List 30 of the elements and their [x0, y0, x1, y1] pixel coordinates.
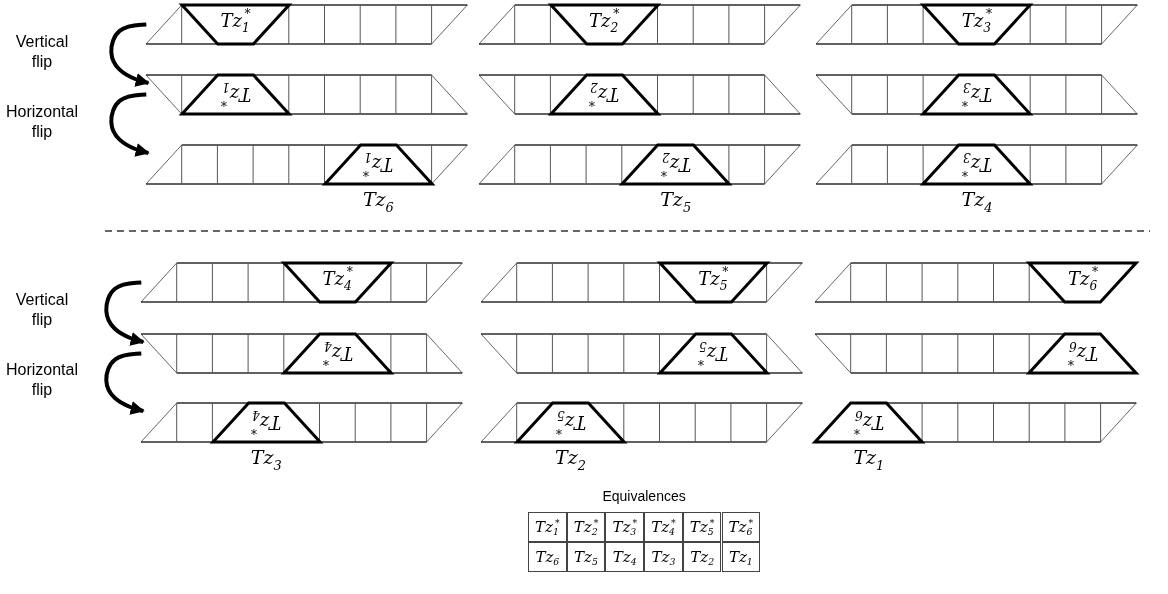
curved-arrow — [104, 351, 145, 415]
variant-label: Tz$_{1}$ — [853, 448, 885, 473]
table-title: Equivalences — [601, 488, 687, 504]
table-cell: Tz$_{3}$ — [644, 542, 683, 572]
cell-strip — [816, 5, 1138, 44]
cell-strip — [146, 75, 468, 114]
table-cell: Tz$_{4}$ — [605, 542, 645, 572]
cell-strip — [815, 334, 1137, 373]
cell-strip — [816, 75, 1138, 114]
table-cell: Tz$_{2}$ — [682, 542, 722, 572]
edge-label: Horizontal flip — [4, 360, 80, 401]
cell-strip — [479, 5, 801, 44]
cell-strip — [815, 263, 1137, 302]
cell-strip — [481, 263, 803, 302]
curved-arrow — [109, 92, 150, 157]
cell-strip — [481, 334, 803, 373]
cell-strip — [146, 5, 468, 44]
table-cell: Tz$_{6}$ — [528, 542, 567, 572]
cell-strip — [479, 75, 801, 114]
variant-label: Tz$_{5}$ — [660, 190, 692, 215]
variant-label: Tz$_{4}$ — [961, 190, 993, 215]
variant-label: Tz$_{2}$ — [555, 448, 586, 473]
table-cell: Tz$_{5}$ — [566, 542, 606, 572]
cell-strip — [141, 263, 463, 302]
curved-arrow — [104, 280, 145, 346]
table-cell: Tz$_{1}$ — [721, 542, 761, 572]
variant-label: Tz$_{6}$ — [362, 190, 394, 215]
curved-arrow — [109, 22, 150, 87]
variant-label: Tz$_{3}$ — [250, 448, 282, 473]
cell-strip — [141, 334, 463, 373]
